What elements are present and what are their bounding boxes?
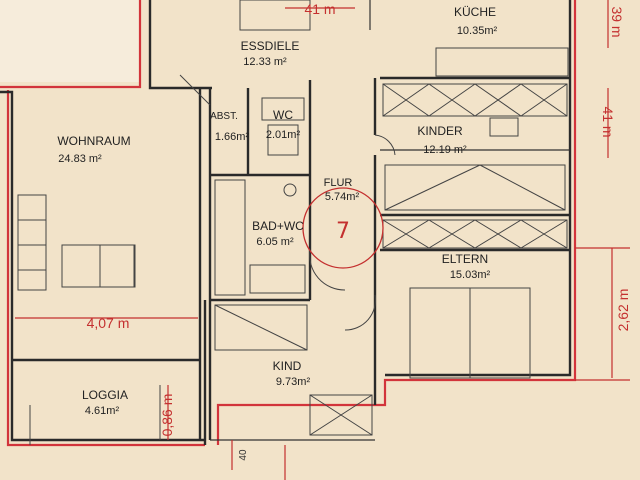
label-wohnraum: WOHNRAUM [57, 134, 130, 148]
flat-number: 7 [336, 219, 350, 244]
cabinets [214, 47, 569, 436]
label-wc: WC [273, 108, 293, 122]
area-wohnraum: 24.83 m² [58, 153, 102, 165]
dim-wohnraum-width: 4,07 m [87, 315, 130, 331]
outside-top-left [0, 0, 140, 82]
area-abst: 1.66m² [215, 131, 250, 143]
label-kind: KIND [273, 359, 302, 373]
dim-top-center: 41 m [304, 1, 335, 17]
area-kinder: 12.19 m² [423, 144, 467, 156]
label-loggia: LOGGIA [82, 388, 128, 402]
area-kind: 9.73m² [276, 376, 311, 388]
label-abst: ABST. [210, 111, 238, 122]
dim-bottom-small: 40 [238, 449, 249, 461]
area-wc: 2.01m² [266, 129, 301, 141]
outer-walls [0, 0, 572, 445]
furniture [17, 0, 566, 379]
flat-marker-circle [302, 187, 384, 269]
area-eltern: 15.03m² [450, 269, 491, 281]
area-bad-wc: 6.05 m² [256, 236, 294, 248]
interior-walls [208, 0, 570, 441]
dim-loggia-depth: 0,86 m [159, 394, 175, 437]
area-loggia: 4.61m² [85, 405, 120, 417]
label-flur: FLUR [324, 177, 353, 189]
label-kueche: KÜCHE [454, 5, 496, 19]
dimension-lines [15, 0, 613, 480]
red-outline [0, 0, 630, 447]
doors [29, 74, 396, 445]
label-eltern: ELTERN [442, 252, 488, 266]
label-kinder: KINDER [417, 124, 463, 138]
dim-right-lower: 2,62 m [615, 289, 631, 332]
area-kueche: 10.35m² [457, 25, 498, 37]
dim-right-top: 39 m [609, 6, 625, 37]
area-flur: 5.74m² [325, 191, 360, 203]
label-bad-wc: BAD+WC [252, 219, 304, 233]
area-essdiele: 12.33 m² [243, 56, 287, 68]
label-essdiele: ESSDIELE [241, 39, 300, 53]
dim-right-mid: 41 m [600, 106, 616, 137]
